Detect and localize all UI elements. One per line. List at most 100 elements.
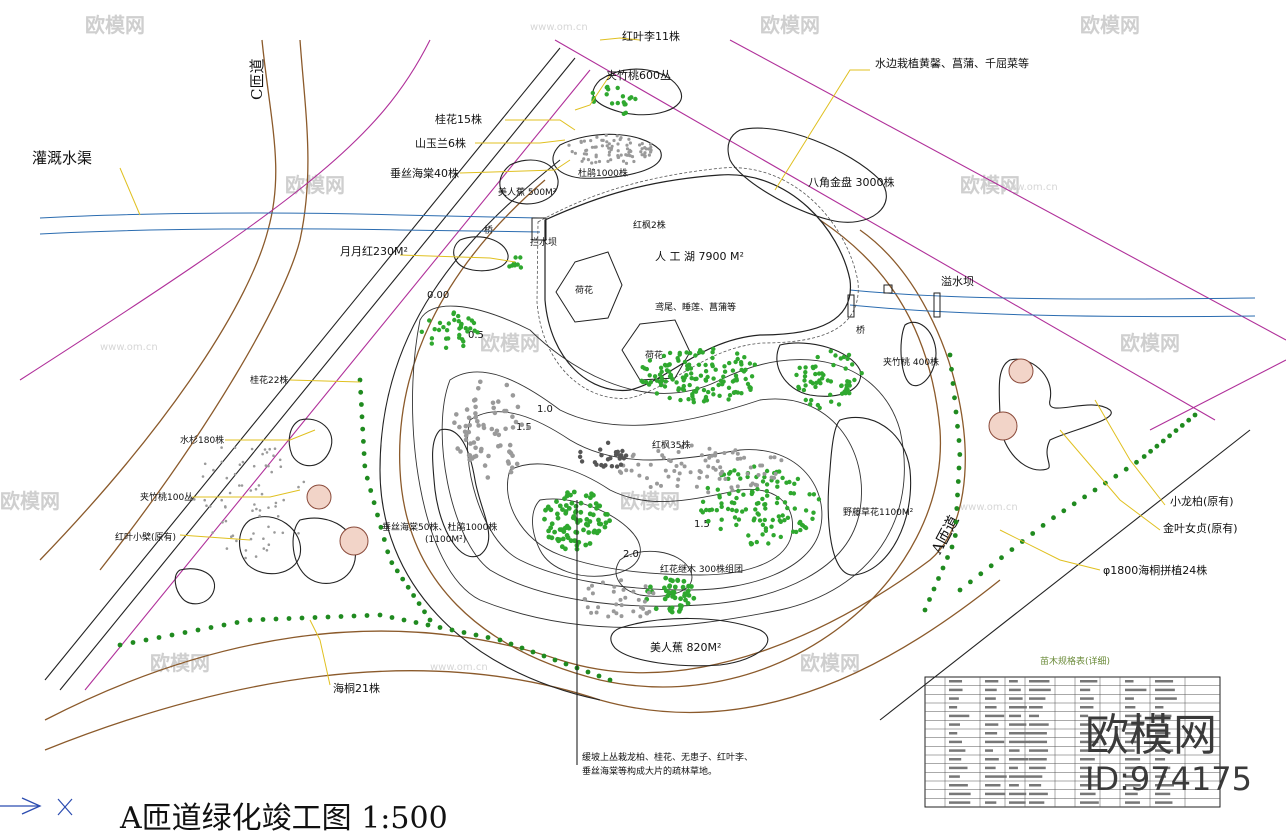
shrub-symbol [570, 150, 574, 154]
table-cell-mark [1029, 732, 1047, 735]
shrub-symbol [686, 362, 692, 367]
hedge-dot [389, 615, 395, 620]
road-c [19, 39, 431, 571]
shrub-symbol [742, 355, 747, 360]
hedge-dot [130, 640, 136, 645]
shrub-symbol [648, 142, 653, 146]
hedge-dot [364, 613, 370, 618]
shrub-symbol [785, 515, 791, 520]
shrub-symbol [691, 595, 697, 601]
shrub-symbol [757, 518, 763, 523]
shrub-symbol [466, 415, 472, 421]
hedge-dot [117, 642, 123, 648]
shrub-symbol [753, 507, 758, 512]
hedge-dot [952, 395, 957, 401]
shrub-symbol [678, 397, 683, 403]
brand-logo: 欧模网 [1085, 710, 1217, 761]
hedge-dot [449, 627, 455, 633]
table-cell-mark [1080, 801, 1099, 804]
shrub-symbol [739, 362, 744, 367]
shrub-symbol [760, 522, 766, 527]
note-line-1: 缓坡上丛栽龙柏、桂花、无患子、红叶李、 [582, 751, 753, 763]
hedge-dot [394, 568, 400, 574]
shrub-symbol [507, 264, 512, 269]
hedge-dot [949, 366, 954, 372]
shrub-symbol [688, 470, 693, 475]
hedge-dot [461, 630, 467, 635]
hedge-dot [1167, 433, 1172, 439]
shrub-symbol [615, 85, 620, 91]
hedge-dot [377, 612, 383, 618]
shrub-symbol [610, 144, 614, 148]
shrub-symbol [262, 547, 266, 550]
label-xiaolongbai: 小龙柏(原有) [1170, 494, 1234, 508]
table-cell-mark [949, 749, 966, 752]
hedge-dot [953, 519, 959, 525]
table-cell-mark [1029, 697, 1046, 700]
table-cell-mark [1155, 792, 1171, 796]
shrub-symbol [473, 404, 478, 410]
shrub-symbol [662, 384, 668, 389]
shrub-symbol [471, 320, 477, 326]
hedge-dot [312, 615, 318, 620]
table-cell-mark [1080, 697, 1094, 700]
table-cell-mark [1125, 775, 1134, 778]
shrub-symbol [587, 503, 593, 509]
shrub-symbol [452, 317, 457, 323]
planting-hedge-dots [117, 352, 1198, 683]
shrub-symbol [568, 492, 573, 498]
shrub-symbol [739, 391, 744, 396]
table-cell-mark [1125, 766, 1146, 770]
existing-trees [306, 358, 1034, 556]
artificial-lake [544, 174, 852, 392]
shrub-symbol [233, 446, 237, 450]
table-cell-mark [1155, 749, 1174, 752]
hedge-dot [947, 352, 953, 358]
table-cell-mark [1009, 688, 1021, 692]
shrub-symbol [228, 491, 232, 495]
shrub-symbol [599, 453, 604, 458]
table-cell-mark [1029, 766, 1046, 770]
shrub-symbol [560, 507, 565, 512]
shrub-symbol [847, 391, 852, 396]
table-cell-mark [949, 714, 970, 718]
shrub-symbol [736, 517, 742, 522]
shrub-symbol [594, 160, 598, 164]
shrub-symbol [577, 518, 583, 523]
shrub-symbol [663, 468, 668, 473]
shrub-symbol [225, 476, 229, 480]
shrub-symbol [797, 365, 802, 370]
table-cell-mark [1125, 706, 1136, 709]
shrub-symbol [302, 480, 306, 484]
hedge-dot [361, 451, 367, 456]
shrub-symbol [764, 488, 769, 494]
shrub-symbol [685, 367, 690, 372]
shrub-symbol [730, 368, 736, 373]
watermark-url: www.om.cn [100, 342, 158, 353]
shrub-symbol [619, 153, 623, 157]
table-cell-mark [985, 766, 996, 770]
shrub-symbol [733, 359, 738, 365]
shrub-symbol [844, 383, 849, 388]
shrub-symbol [730, 450, 735, 455]
watermark: 欧模网 [800, 651, 860, 675]
table-cell-mark [1080, 680, 1098, 683]
shrub-symbol [843, 366, 848, 371]
label-haitong21: 海桐21株 [333, 681, 380, 695]
shrub-symbol [711, 392, 716, 397]
shrub-symbol [452, 420, 457, 426]
shrub-symbol [627, 137, 631, 141]
shrub-symbol [701, 387, 707, 393]
shrub-symbol [607, 153, 611, 157]
shrub-symbol [263, 448, 267, 451]
shrub-symbol [594, 462, 599, 467]
shrub-symbol [813, 384, 818, 390]
hedge-dot [1134, 459, 1139, 465]
hedge-dot [247, 617, 253, 623]
shrub-symbol [636, 462, 641, 467]
label-shuibian: 水边栽植黄馨、菖蒲、千屈菜等 [875, 56, 1029, 70]
note-line-2: 垂丝海棠等构成大片的疏林草地。 [582, 765, 717, 777]
hedge-dot [953, 409, 959, 415]
shrub-symbol [609, 148, 613, 152]
